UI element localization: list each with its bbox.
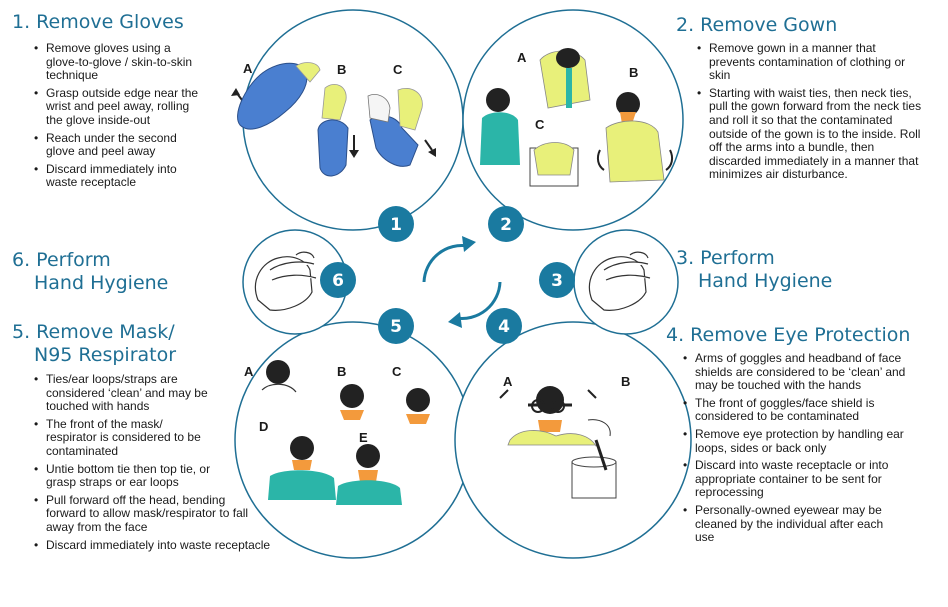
step-1-title: 1. Remove Gloves (12, 11, 184, 33)
step-2-title: 2. Remove Gown (676, 14, 838, 36)
step-1-label-b: B (337, 62, 346, 77)
cycle-arrows-icon (422, 244, 502, 320)
step-5-bullet-2: The front of the mask/ respirator is con… (34, 417, 212, 459)
step-4-title: 4. Remove Eye Protection (666, 324, 911, 346)
step-4-number: 4 (498, 317, 510, 337)
cycle-arrow-head-bottom (448, 312, 462, 328)
step-5-bullet-1: Ties/ear loops/straps are considered ‘cl… (34, 372, 212, 414)
goggles-icon (499, 386, 599, 447)
step-5-bullet-5: Discard immediately into waste receptacl… (34, 538, 316, 553)
mask-icon (261, 360, 430, 505)
step-4-label-b: B (621, 374, 630, 389)
step-5-title-line-1: 5. Remove Mask/ (12, 321, 175, 343)
step-1-number: 1 (390, 215, 402, 235)
step-2-bullet-2: Starting with waist ties, then neck ties… (697, 86, 923, 182)
step-5-bullet-4: Pull forward off the head, bending forwa… (34, 493, 268, 535)
step-2-label-a: A (517, 50, 527, 65)
waste-bin-icon (571, 419, 617, 499)
step-6-title-line-2: Hand Hygiene (34, 272, 169, 294)
step-5-number: 5 (390, 317, 402, 337)
step-4-bullet-1: Arms of goggles and headband of face shi… (683, 351, 909, 393)
step-4-label-a: A (503, 374, 513, 389)
step-3-title: 3. Perform Hand Hygiene (676, 247, 832, 293)
step-1-label-a: A (243, 61, 253, 76)
step-1-label-c: C (393, 62, 403, 77)
step-3-title-line-1: 3. Perform (676, 247, 775, 269)
step-1-bullet-2: Grasp outside edge near the wrist and pe… (34, 86, 204, 128)
step-5-label-e: E (359, 430, 368, 445)
step-1-bullet-3: Reach under the second glove and peel aw… (34, 131, 204, 159)
step-2-badge: 2 (488, 206, 524, 242)
step-5-title: 5. Remove Mask/ N95 Respirator (12, 321, 176, 367)
step-2-bullet-1: Remove gown in a manner that prevents co… (697, 41, 923, 83)
step-5-label-c: C (392, 364, 402, 379)
step-2-number: 2 (500, 215, 512, 235)
step-5-label-d: D (259, 419, 268, 434)
step-2-label-b: B (629, 65, 638, 80)
step-6-badge: 6 (320, 262, 356, 298)
step-1-illustration-circle (242, 9, 464, 231)
step-2-bullets: Remove gown in a manner that prevents co… (697, 41, 923, 186)
hands-icon (254, 251, 317, 311)
step-5-bullet-3: Untie bottom tie then top tie, or grasp … (34, 462, 212, 490)
step-5-illustration-circle (234, 321, 472, 559)
step-1-bullet-4: Discard immediately into waste receptacl… (34, 162, 204, 190)
step-5-bullets: Ties/ear loops/straps are considered ‘cl… (34, 372, 270, 556)
step-6-number: 6 (332, 271, 344, 291)
step-5-badge: 5 (378, 308, 414, 344)
step-4-bullets: Arms of goggles and headband of face shi… (683, 351, 909, 549)
step-5-title-line-2: N95 Respirator (34, 344, 177, 366)
step-4-bullet-3: Remove eye protection by handling ear lo… (683, 427, 909, 455)
gown-icon (480, 48, 674, 187)
step-4-badge: 4 (486, 308, 522, 344)
step-5-label-b: B (337, 364, 346, 379)
step-1-bullet-1: Remove gloves using a glove-to-glove / s… (34, 41, 204, 83)
step-3-title-line-2: Hand Hygiene (698, 270, 833, 292)
step-1-badge: 1 (378, 206, 414, 242)
cycle-arrow-head-top (462, 236, 476, 252)
hands-icon (588, 251, 651, 311)
step-6-title: 6. Perform Hand Hygiene (12, 249, 168, 295)
step-3-badge: 3 (539, 262, 575, 298)
step-4-bullet-4: Discard into waste receptacle or into ap… (683, 458, 909, 500)
step-6-title-line-1: 6. Perform (12, 249, 111, 271)
step-2-label-c: C (535, 117, 545, 132)
step-1-bullets: Remove gloves using a glove-to-glove / s… (34, 41, 204, 194)
gloves-icon (231, 62, 436, 177)
step-5-label-a: A (244, 364, 254, 379)
step-4-bullet-5: Personally-owned eyewear may be cleaned … (683, 503, 905, 545)
step-4-bullet-2: The front of goggles/face shield is cons… (683, 396, 909, 424)
step-3-number: 3 (551, 271, 563, 291)
